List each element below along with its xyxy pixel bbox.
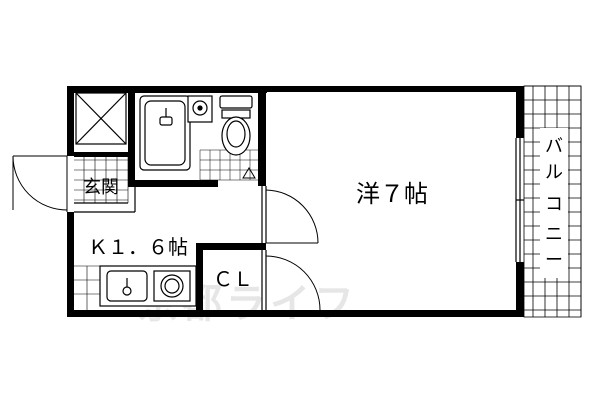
entrance-door [12,155,68,212]
balcony-label: バ ル コ ニ ー [540,128,568,278]
kitchen-counter [99,265,197,307]
balcony-char: ー [545,250,563,271]
entrance-tiles [74,157,129,203]
kitchen-label: Ｋ１．６帖 [88,235,188,259]
balcony-char: ル [545,162,563,183]
toilet [219,95,253,156]
shaft-box [75,92,127,145]
triangle-marker [242,167,256,179]
balcony-char: ニ [545,224,563,245]
kitchen-side [74,265,100,310]
closet-label: ＣＬ [213,267,253,291]
wash-basin [187,95,213,123]
inner-walls [74,138,524,310]
balcony-char: バ [545,136,563,157]
entrance-label: 玄関 [83,177,119,198]
outer-walls [67,86,524,317]
room-door [265,189,319,244]
balcony-char: コ [545,194,563,215]
western-room-label: 洋７帖 [356,180,428,208]
bathtub [139,95,191,171]
closet-door [265,255,321,311]
bathroom-tiles [199,149,258,181]
